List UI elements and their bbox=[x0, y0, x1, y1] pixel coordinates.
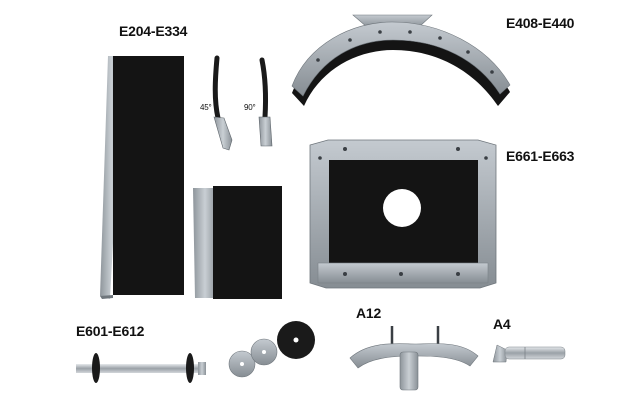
clip-90-part bbox=[258, 57, 273, 147]
label-a12: A12 bbox=[356, 305, 382, 321]
frame-part bbox=[309, 139, 497, 289]
clamp-a12-part bbox=[349, 326, 479, 391]
label-a4: A4 bbox=[493, 316, 511, 332]
label-e408-e440: E408-E440 bbox=[506, 15, 575, 31]
tall-strip-part bbox=[100, 56, 184, 299]
label-90-degrees: 90° bbox=[244, 103, 256, 112]
washers-part bbox=[228, 321, 315, 378]
clip-45-part bbox=[212, 55, 233, 151]
label-45-degrees: 45° bbox=[200, 103, 212, 112]
label-e661-e663: E661-E663 bbox=[506, 148, 575, 164]
label-e204-e334: E204-E334 bbox=[119, 23, 188, 39]
curved-track-part bbox=[291, 14, 511, 106]
rod-part bbox=[76, 353, 206, 383]
wing-bolt-a4-part bbox=[492, 344, 566, 363]
label-e601-e612: E601-E612 bbox=[76, 323, 145, 339]
small-strip-part bbox=[193, 186, 282, 299]
